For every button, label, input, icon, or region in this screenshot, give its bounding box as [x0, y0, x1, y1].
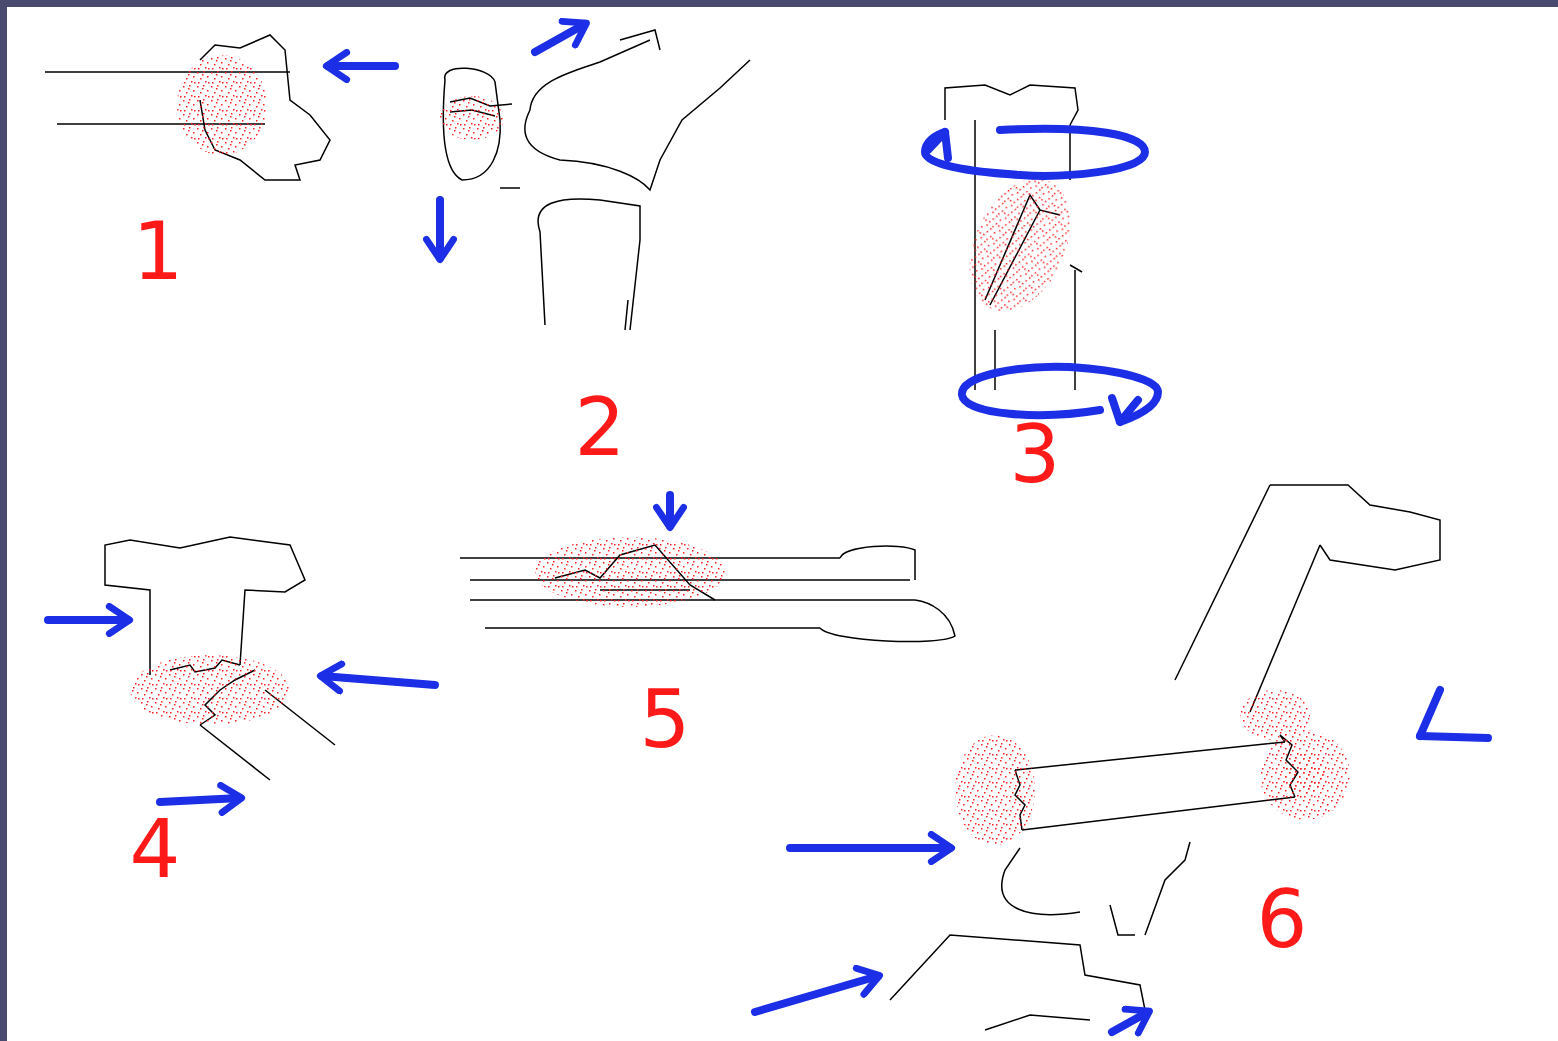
figure-number: 6	[1257, 880, 1308, 960]
figure-number: 2	[575, 388, 626, 468]
slide-frame	[0, 0, 7, 1041]
figure-number: 4	[130, 810, 181, 890]
figure-number: 1	[133, 212, 184, 292]
figure-number: 5	[640, 680, 691, 760]
bone-outlines	[45, 30, 1440, 1030]
slide-frame	[0, 0, 1558, 7]
figure-number: 3	[1010, 415, 1061, 495]
fracture-hematoma	[130, 55, 1350, 845]
force-arrows	[48, 24, 1488, 1032]
